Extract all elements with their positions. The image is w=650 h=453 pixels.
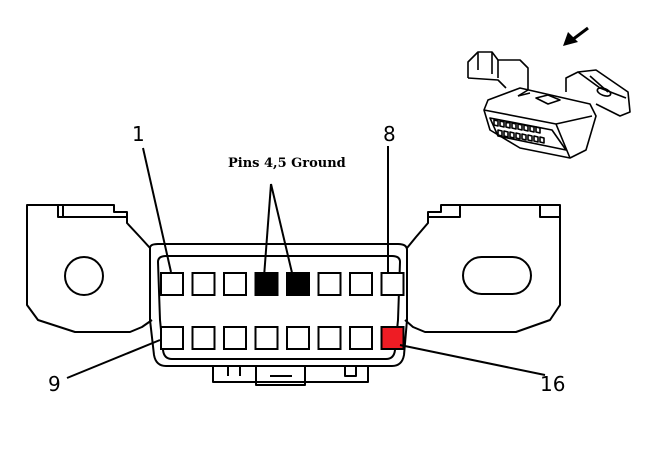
pin-1-label: 1 [132, 122, 145, 146]
leader-lines [66, 146, 546, 379]
pin-10 [191, 326, 216, 350]
top-row-pins [160, 272, 405, 296]
right-mounting-slot [462, 256, 532, 295]
arrow-icon [563, 26, 589, 46]
ground-pins-label: Pins 4,5 Ground [228, 156, 346, 171]
pin-9 [160, 326, 184, 350]
pin9-leader [66, 339, 161, 379]
pin-8-label: 8 [383, 122, 396, 146]
pin-14 [317, 326, 342, 350]
pin-11 [223, 326, 247, 350]
connector-3d-thumbnail [467, 51, 631, 159]
right-flange-notch [428, 205, 560, 218]
pin16-leader [399, 344, 546, 376]
pin-6 [317, 272, 342, 296]
left-mounting-hole [64, 256, 104, 296]
bottom-row-pins [160, 326, 405, 350]
left-flange-notch [57, 205, 127, 218]
pin-16-label: 16 [540, 372, 565, 396]
bottom-latch-tabs [212, 366, 369, 386]
pin-12 [254, 326, 279, 350]
left-mounting-flange [26, 204, 153, 333]
pin-15 [349, 326, 373, 350]
pin-4-ground [254, 272, 279, 296]
pin-8 [380, 272, 405, 296]
pin1-leader [142, 147, 172, 273]
right-mounting-flange [404, 204, 561, 333]
ground-leader-pin4 [263, 183, 272, 278]
ground-leader-pin5 [270, 183, 294, 278]
pin-3 [223, 272, 247, 296]
pin-7 [349, 272, 373, 296]
pin-16-highlighted [380, 326, 405, 350]
pin-1 [160, 272, 184, 296]
socket-shell [149, 243, 408, 367]
pin-9-label: 9 [48, 372, 61, 396]
pin-13 [286, 326, 310, 350]
pin-2 [191, 272, 216, 296]
pin-5-ground [286, 272, 310, 296]
